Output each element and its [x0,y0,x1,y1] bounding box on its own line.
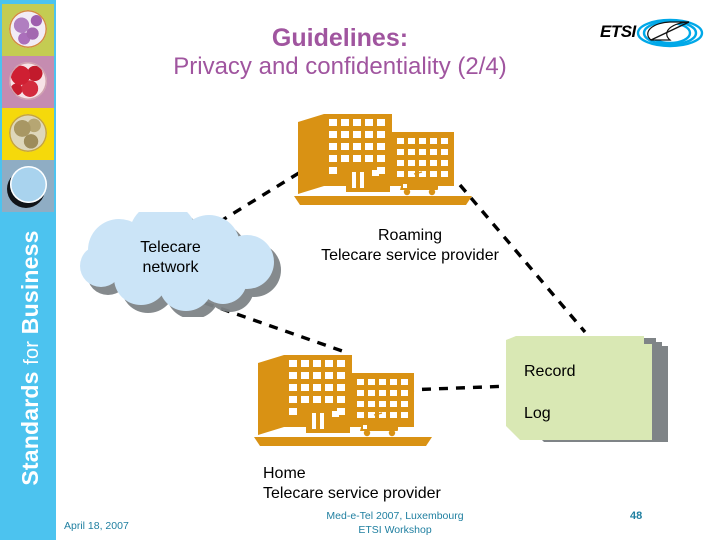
sidebar-tile-moon-blue [2,160,54,212]
etsi-wordmark: ETSI [600,22,636,41]
globe-purple-icon [9,10,47,48]
sidebar: Standards for Business [0,0,56,540]
document-stack-icon [506,336,668,442]
sidebar-tile-globe-red [2,56,54,108]
roaming-label-line-1: Roaming [377,227,443,244]
moon-disc-icon [10,166,47,203]
cloud-label-line-1: Telecare [140,239,201,256]
records-label-log: Log [524,405,551,422]
cloud-shape-icon [80,212,281,317]
etsi-logo: ETSI [598,14,708,54]
building-glyph [254,355,432,446]
etsi-swirl-icon [636,18,704,48]
cloud-label-line-2: network [142,259,199,276]
records-label-record: Record [524,363,576,380]
globe-red-icon [9,62,47,100]
home-building-icon [250,345,440,460]
globe-tan-icon [9,114,47,152]
link-roaming-to-records [458,183,587,334]
home-label-line-2: Telecare service provider [263,484,441,502]
sidebar-tile-globe-tan [2,108,54,160]
page-title: Guidelines: Privacy and confidentiality … [80,24,600,81]
cloud-label: Telecare network [78,238,263,278]
roaming-node-label: Roaming Telecare service provider [302,226,518,266]
roaming-building-icon [290,104,480,219]
page-title-line-1: Guidelines: [271,24,409,52]
home-label-line-1: Home [263,465,306,482]
page-title-line-2: Privacy and confidentiality (2/4) [173,53,507,80]
home-node-label: Home Telecare service provider [263,464,441,504]
roaming-label-line-2: Telecare service provider [321,246,499,264]
footer-event-line-1: Med-e-Tel 2007, Luxembourg [326,510,464,522]
records-stack: Record Log [502,330,677,460]
telecare-network-cloud: Telecare network [78,212,298,317]
footer-date: April 18, 2007 [64,520,129,532]
ambulance-icon [360,412,398,437]
footer-event-line-2: ETSI Workshop [358,524,432,537]
building-glyph [294,114,472,205]
sidebar-tile-globe-purple [2,4,54,56]
footer-event: Med-e-Tel 2007, Luxembourg ETSI Workshop [255,509,535,537]
link-home-to-records [404,384,513,392]
footer-page-number: 48 [630,510,643,522]
